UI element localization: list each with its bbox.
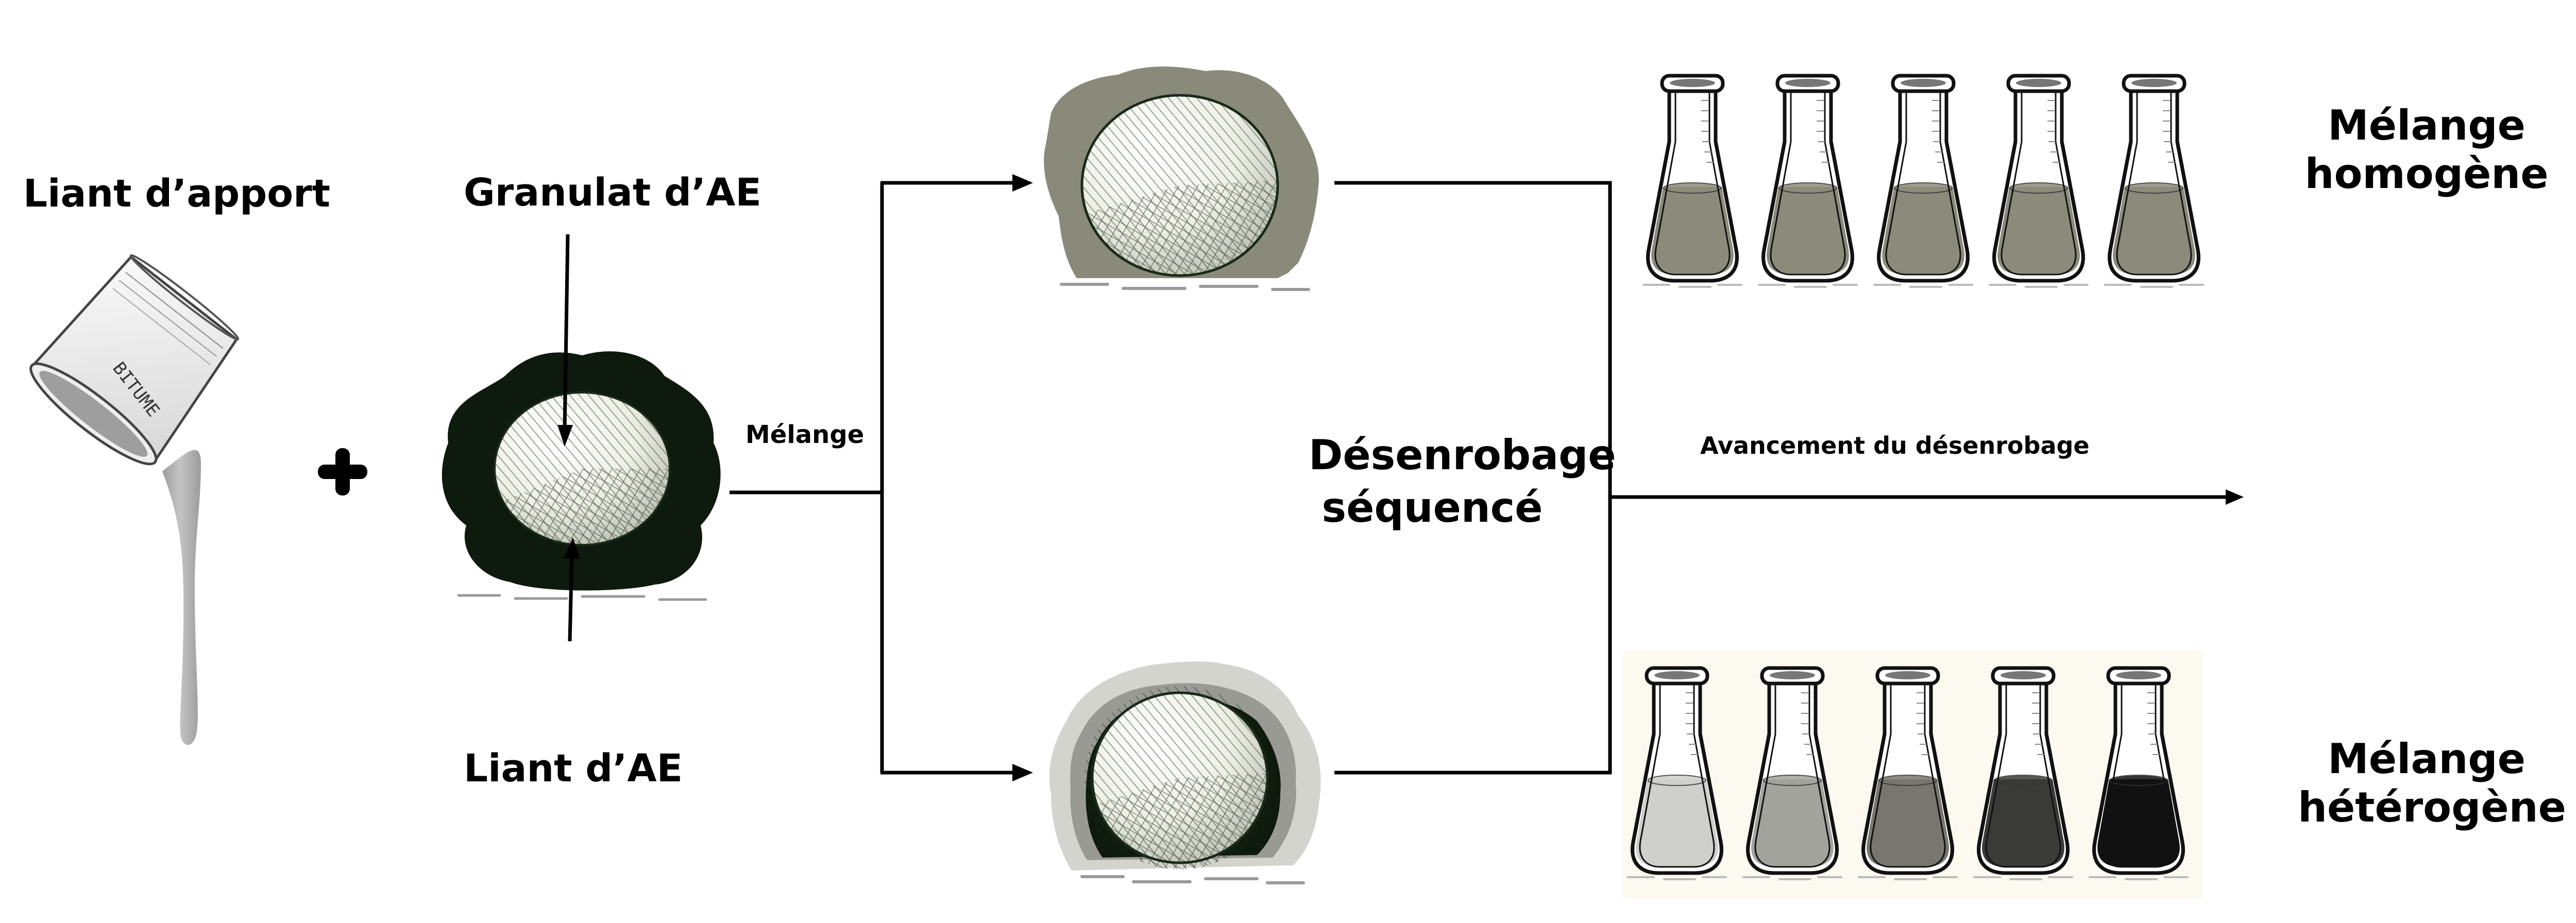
heterogeneous-flask-1-icon bbox=[1627, 666, 1727, 880]
homogeneous-flask-row bbox=[1638, 64, 2215, 291]
heterogeneous-flask-5-icon bbox=[2089, 666, 2189, 880]
heterogeneous-outcome-label: Mélange hétérogène bbox=[2298, 735, 2566, 831]
heterogeneous-flask-4-icon bbox=[1973, 666, 2073, 880]
heterogeneous-flask-2-icon bbox=[1742, 666, 1842, 880]
homogeneous-label-line1: Mélange bbox=[2328, 101, 2526, 149]
heterogeneous-grain-icon bbox=[1049, 661, 1321, 884]
process-label: Désenrobage séquencé bbox=[1309, 431, 1616, 532]
heterogeneous-label-line1: Mélange bbox=[2328, 735, 2526, 783]
coated-aggregate-icon bbox=[442, 351, 721, 601]
bitumen-can-icon: BITUME bbox=[29, 254, 240, 745]
homogeneous-flask-1-icon bbox=[1642, 74, 1742, 288]
homogeneous-flask-3-icon bbox=[1873, 74, 1973, 288]
process-label-line1: Désenrobage bbox=[1309, 431, 1616, 479]
homogeneous-outcome-label: Mélange homogène bbox=[2303, 103, 2550, 197]
binder-pointer-arrow bbox=[564, 538, 580, 642]
homogeneous-grain-icon bbox=[1044, 66, 1319, 291]
progress-axis-label: Avancement du désenrobage bbox=[1700, 432, 2090, 459]
aggregate-pointer-arrow bbox=[557, 234, 573, 447]
mixing-branch-connector bbox=[730, 174, 1033, 781]
stripping-connector bbox=[1334, 181, 2244, 775]
homogeneous-flask-4-icon bbox=[1989, 74, 2089, 288]
homogeneous-flask-2-icon bbox=[1758, 74, 1858, 288]
homogeneous-label-line2: homogène bbox=[2304, 150, 2549, 198]
heterogeneous-flask-row bbox=[1623, 657, 2200, 883]
plus-icon bbox=[318, 448, 367, 495]
heterogeneous-label-line2: hétérogène bbox=[2298, 783, 2566, 831]
ra-aggregate-label: Granulat d’AE bbox=[464, 170, 761, 215]
ra-binder-label: Liant d’AE bbox=[464, 746, 683, 791]
heterogeneous-flask-3-icon bbox=[1858, 666, 1958, 880]
mixing-label: Mélange bbox=[745, 420, 865, 449]
process-label-line2: séquencé bbox=[1321, 484, 1543, 532]
homogeneous-flask-5-icon bbox=[2104, 74, 2204, 288]
added-binder-label: Liant d’apport bbox=[23, 172, 330, 216]
